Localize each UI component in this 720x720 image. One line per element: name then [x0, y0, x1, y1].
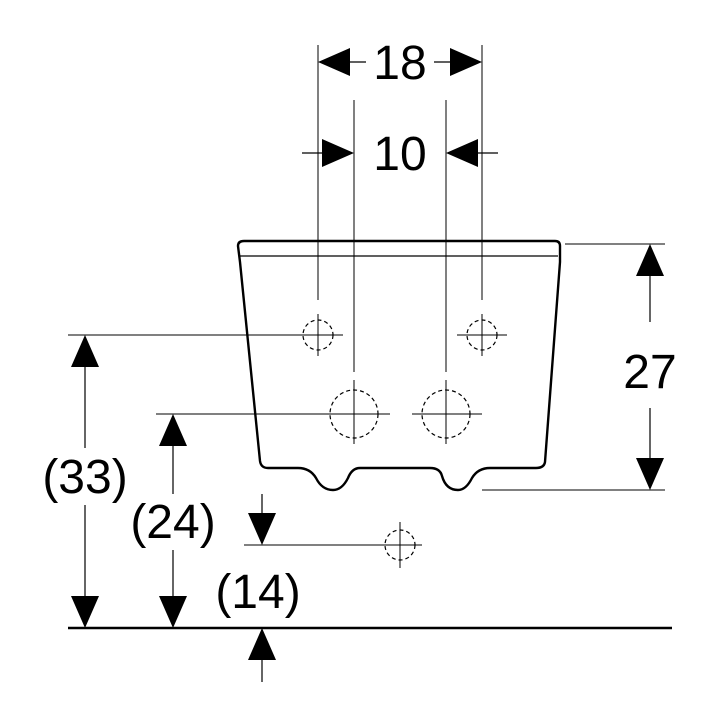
dim-24-bottom-arrow: [159, 596, 187, 628]
dim-27-label: 27: [623, 346, 676, 399]
dim-10-label: 10: [373, 128, 426, 181]
dim-14-top-arrow: [248, 513, 276, 545]
bidet-body: [236, 239, 562, 492]
dim-14-label: (14): [215, 566, 300, 619]
dim-10-right-arrow: [446, 139, 478, 167]
dim-14-bottom-arrow: [248, 628, 276, 660]
supply-connection-point: [378, 522, 422, 568]
dim-24-top-arrow: [159, 414, 187, 446]
dim-18-left-arrow: [318, 48, 350, 76]
dim-18-right-arrow: [450, 48, 482, 76]
dim-33-label: (33): [42, 451, 127, 504]
dim-10-left-arrow: [322, 139, 354, 167]
dim-33-top-arrow: [71, 335, 99, 367]
lower-left-hole: [320, 380, 390, 444]
dim-18-label: 18: [373, 37, 426, 90]
dim-27-top-arrow: [636, 244, 664, 276]
dim-33-bottom-arrow: [71, 596, 99, 628]
upper-left-hole: [293, 314, 343, 356]
upper-right-hole: [457, 314, 507, 356]
dim-24-label: (24): [130, 496, 215, 549]
lower-right-hole: [412, 380, 482, 444]
dim-27-bottom-arrow: [636, 458, 664, 490]
